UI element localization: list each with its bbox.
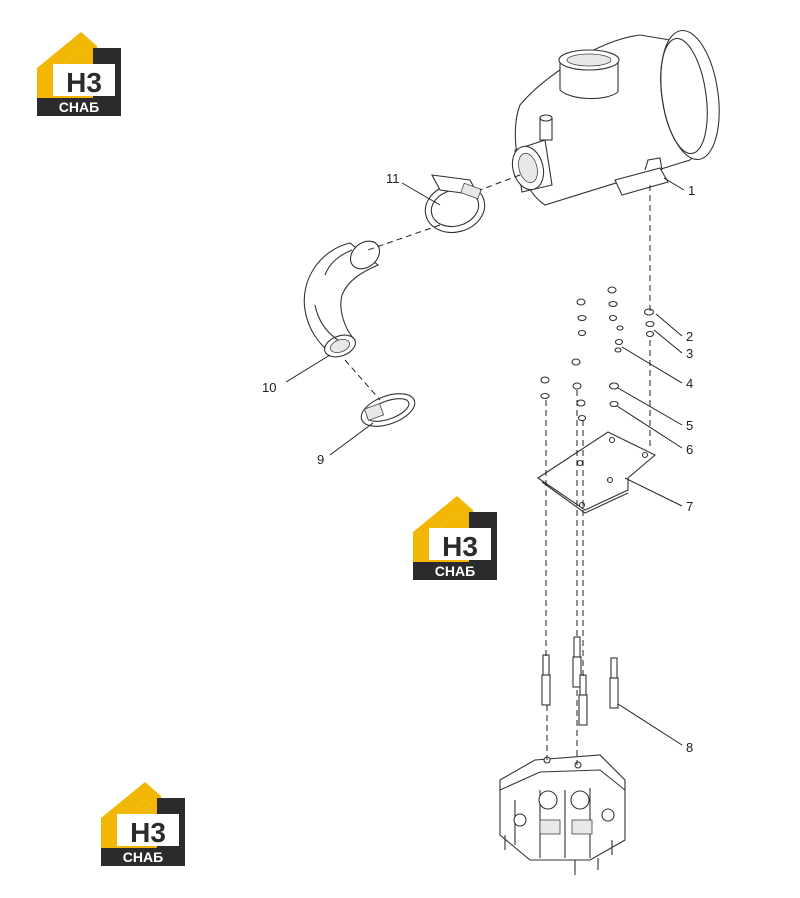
logo-snab-text: СНАБ <box>435 563 475 579</box>
nut-column-a <box>571 298 587 366</box>
callout-3: 3 <box>686 346 693 361</box>
assembly-center-lines <box>344 174 651 765</box>
air-filter-housing <box>511 29 720 206</box>
logo-bottom-left: H3 СНАБ <box>101 782 185 866</box>
logo-h3-text: H3 <box>130 817 166 848</box>
callout-5: 5 <box>686 418 693 433</box>
elbow-hose-10 <box>303 240 381 358</box>
callout-10: 10 <box>262 380 276 395</box>
callout-1: 1 <box>688 183 695 198</box>
callout-7: 7 <box>686 499 693 514</box>
logo-h3-text: H3 <box>442 531 478 562</box>
callout-9: 9 <box>317 452 324 467</box>
callout-6: 6 <box>686 442 693 457</box>
nut-column-b <box>607 286 624 353</box>
callout-4: 4 <box>686 376 693 391</box>
callout-2: 2 <box>686 329 693 344</box>
fasteners-group <box>540 286 655 422</box>
leader-lines <box>285 177 685 746</box>
hose-clamp-11 <box>424 174 486 233</box>
logo-top-left: H3 СНАБ <box>37 32 121 116</box>
callout-labels: 1 2 3 4 5 6 7 8 9 10 11 <box>262 171 695 755</box>
cylinder-head <box>499 754 626 875</box>
mounting-plate-7 <box>537 431 656 514</box>
stud-bolts-8 <box>541 636 619 726</box>
callout-8: 8 <box>686 740 693 755</box>
callout-11: 11 <box>386 171 400 186</box>
logo-snab-text: СНАБ <box>123 849 163 865</box>
hose-clamp-9 <box>360 393 416 427</box>
logo-center: H3 СНАБ <box>413 496 497 580</box>
logo-snab-text: СНАБ <box>59 99 99 115</box>
nut-column-c <box>643 308 655 338</box>
logo-h3-text: H3 <box>66 67 102 98</box>
